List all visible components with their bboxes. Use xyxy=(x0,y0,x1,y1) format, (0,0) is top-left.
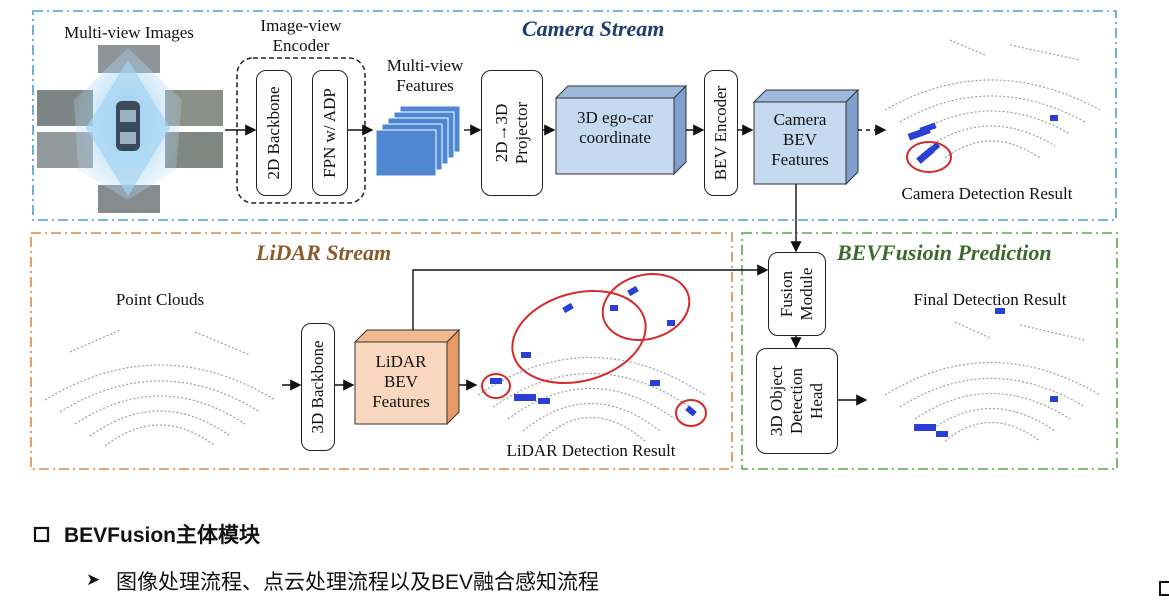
camera-bev-features-label: Camera BEV Features xyxy=(771,110,829,169)
highlight-circles xyxy=(481,141,952,427)
bev-encoder-label: BEV Encoder xyxy=(711,85,730,181)
ego-car-block-3d xyxy=(554,84,688,176)
ego-car-coordinate-label: 3D ego-car coordinate xyxy=(577,108,653,147)
hollow-square-icon xyxy=(33,526,50,543)
fusion-module-block: Fusion Module xyxy=(768,252,826,336)
flow-arrows xyxy=(225,124,887,406)
camera-stream-frame xyxy=(32,10,1117,221)
point-cloud-lidar-result xyxy=(477,357,706,442)
lidar-stream-title: LiDAR Stream xyxy=(256,240,392,265)
multiview-images-label: Multi-view Images xyxy=(64,23,194,42)
camera-stream-title: Camera Stream xyxy=(522,16,665,41)
fusion-title: BEVFusioin Prediction xyxy=(837,240,1052,265)
camera-detection-result-label: Camera Detection Result xyxy=(901,184,1073,203)
multiview-images-graphic xyxy=(37,45,223,213)
lidar-detection-result-label: LiDAR Detection Result xyxy=(506,441,676,460)
backbone-3d-block: 3D Backbone xyxy=(301,323,335,451)
camera-bev-block-3d xyxy=(752,88,860,186)
lidar-bev-block-3d xyxy=(353,328,461,426)
point-cloud-input xyxy=(44,329,276,447)
corner-hollow-square-icon xyxy=(1159,581,1169,596)
lidar-bev-features-label: LiDAR BEV Features xyxy=(372,352,430,411)
point-cloud-camera-result xyxy=(884,39,1101,159)
point-clouds-label: Point Clouds xyxy=(115,290,205,309)
lidar-stream-frame xyxy=(30,232,733,470)
projector-block: 2D→3D Projector xyxy=(481,70,543,196)
slide-bullet-text: 图像处理流程、点云处理流程以及BEV融合感知流程 xyxy=(116,571,600,594)
fpn-adp-label: FPN w/ ADP xyxy=(320,88,339,178)
backbone-2d-block: 2D Backbone xyxy=(256,70,292,196)
fusion-frame xyxy=(741,232,1118,470)
fpn-adp-block: FPN w/ ADP xyxy=(312,70,348,196)
detection-head-label: 3D Object Detection Head xyxy=(767,365,826,437)
bev-encoder-block: BEV Encoder xyxy=(704,70,738,196)
bullet-arrow-icon: ➤ xyxy=(86,570,101,589)
final-detection-result-label: Final Detection Result xyxy=(913,290,1067,309)
point-cloud-final-result xyxy=(884,321,1101,442)
backbone-3d-label: 3D Backbone xyxy=(308,340,327,434)
detection-head-block: 3D Object Detection Head xyxy=(756,348,838,454)
image-view-encoder-label: Image-view Encoder xyxy=(260,16,342,55)
multiview-features-label: Multi-view Features xyxy=(386,56,464,95)
backbone-2d-label: 2D Backbone xyxy=(264,86,283,180)
slide-heading: BEVFusion主体模块 xyxy=(64,524,261,547)
fusion-module-label: Fusion Module xyxy=(777,267,816,321)
projector-label: 2D→3D Projector xyxy=(492,101,531,165)
multiview-features-graphic xyxy=(375,105,461,177)
detection-boxes xyxy=(490,115,1058,437)
